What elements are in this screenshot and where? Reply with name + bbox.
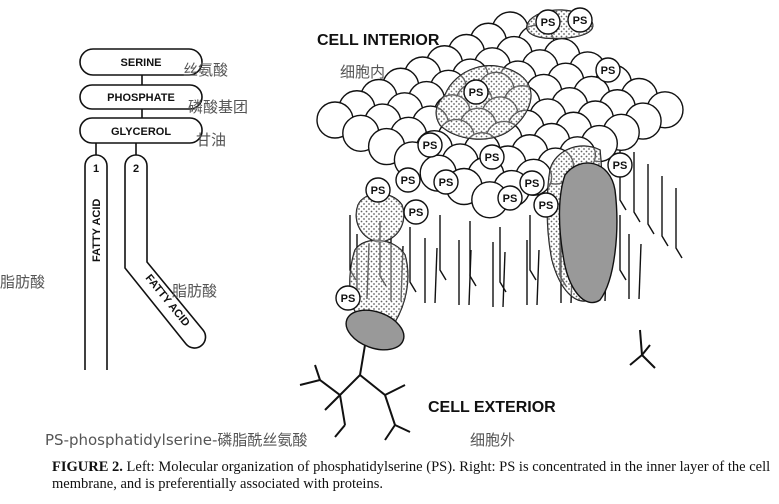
carbohydrate-chain [359, 374, 396, 426]
carbohydrate-chain [641, 354, 656, 369]
ps-head [463, 79, 489, 105]
glycerol-box [79, 117, 203, 144]
ps-label: PS [541, 17, 556, 29]
fatty-acid-chain-1 [84, 154, 108, 370]
lipid-tail [409, 227, 417, 293]
chain-1-number: 1 [93, 163, 99, 175]
phosphate-box [79, 84, 203, 110]
ps-head [403, 199, 429, 225]
ps-label: PS [371, 185, 386, 197]
caption-label: FIGURE 2. [52, 459, 123, 475]
ps-label: PS [613, 160, 628, 172]
carbohydrate-chain [384, 424, 396, 441]
protein-dotted-bg [349, 240, 408, 326]
carbohydrate-chain [324, 394, 341, 411]
protein-gray-right [558, 162, 618, 304]
ps-label: PS [469, 87, 484, 99]
lipid-tail [633, 152, 641, 223]
cell-exterior-cn: 细胞外 [470, 431, 515, 449]
lipid-tail [502, 251, 506, 308]
ps-label: PS [439, 177, 454, 189]
ps-legend: PS-phosphatidylserine-磷脂酰丝氨酸 [45, 431, 307, 449]
figure-caption: FIGURE 2. Left: Molecular organization o… [52, 459, 772, 493]
phosphate-label: PHOSPHATE [107, 92, 175, 104]
ps-head [497, 185, 523, 211]
lipid-tail [647, 164, 655, 235]
ps-molecule [79, 48, 207, 370]
carbohydrate-chain [334, 424, 346, 438]
ps-head [533, 192, 559, 218]
ps-head [417, 132, 443, 158]
ps-head [335, 285, 361, 311]
cell-membrane: PS PS PS PS PS PS PS PS PS PS PS PS PS PS PS [299, 7, 684, 441]
lipid-tail [661, 176, 669, 247]
lipid-tail [469, 221, 477, 287]
carbohydrate-chain [384, 384, 406, 396]
glycerol-label: GLYCEROL [111, 126, 171, 138]
serine-cn: 丝氨酸 [183, 61, 228, 79]
ps-head [567, 7, 593, 33]
ps-label: PS [423, 140, 438, 152]
serine-box [79, 48, 203, 76]
glycerol-cn: 甘油 [196, 131, 226, 149]
lipid-tail [675, 188, 683, 259]
lipid-tail [619, 215, 627, 281]
lipid-tail [499, 227, 507, 293]
fatty-acid-cn-1: 脂肪酸 [0, 273, 45, 291]
ps-label: PS [409, 207, 424, 219]
caption-text: Left: Molecular organization of phosphat… [52, 459, 771, 492]
lipid-tail [536, 249, 540, 306]
fatty-acid-cn-2: 脂肪酸 [172, 282, 217, 300]
carbohydrate-chain [394, 424, 411, 433]
ps-head [479, 144, 505, 170]
carbohydrate-chain [299, 379, 321, 386]
serine-label: SERINE [121, 57, 162, 69]
carbohydrate-chain [641, 344, 651, 356]
protein-dotted-bg [356, 193, 404, 242]
ps-label: PS [573, 15, 588, 27]
ps-head [395, 167, 421, 193]
ps-label: PS [503, 193, 518, 205]
ps-label: PS [341, 293, 356, 305]
ps-head [519, 170, 545, 196]
lipid-tail [638, 243, 642, 300]
phosphate-cn: 磷酸基团 [188, 98, 248, 116]
chain-2-number: 2 [133, 163, 139, 175]
cell-exterior-label: CELL EXTERIOR [428, 399, 556, 416]
cell-interior-label: CELL INTERIOR [317, 32, 440, 49]
ps-head [433, 169, 459, 195]
ps-head [607, 152, 633, 178]
carbohydrate-chain [314, 364, 321, 381]
ps-label: PS [539, 200, 554, 212]
cell-interior-cn: 细胞内 [340, 63, 385, 81]
ps-head [365, 177, 391, 203]
carbohydrate-chain [319, 344, 366, 397]
carbohydrate-chain [339, 394, 346, 426]
lipid-tail [434, 247, 438, 304]
protein-dotted-bg [436, 65, 531, 140]
carbohydrate-chain [629, 329, 644, 366]
ps-label: PS [401, 175, 416, 187]
fatty-acid-chain-2 [124, 154, 207, 349]
fatty-acid-label-1: FATTY ACID [91, 199, 103, 262]
protein-dotted [435, 65, 532, 140]
protein-gray-bottom [345, 309, 405, 351]
ps-label: PS [525, 178, 540, 190]
ps-head [595, 57, 621, 83]
lipid-tail [529, 215, 537, 281]
ps-label: PS [601, 65, 616, 77]
lipid-tail [439, 215, 447, 281]
ps-label: PS [485, 152, 500, 164]
ps-head [535, 9, 561, 35]
